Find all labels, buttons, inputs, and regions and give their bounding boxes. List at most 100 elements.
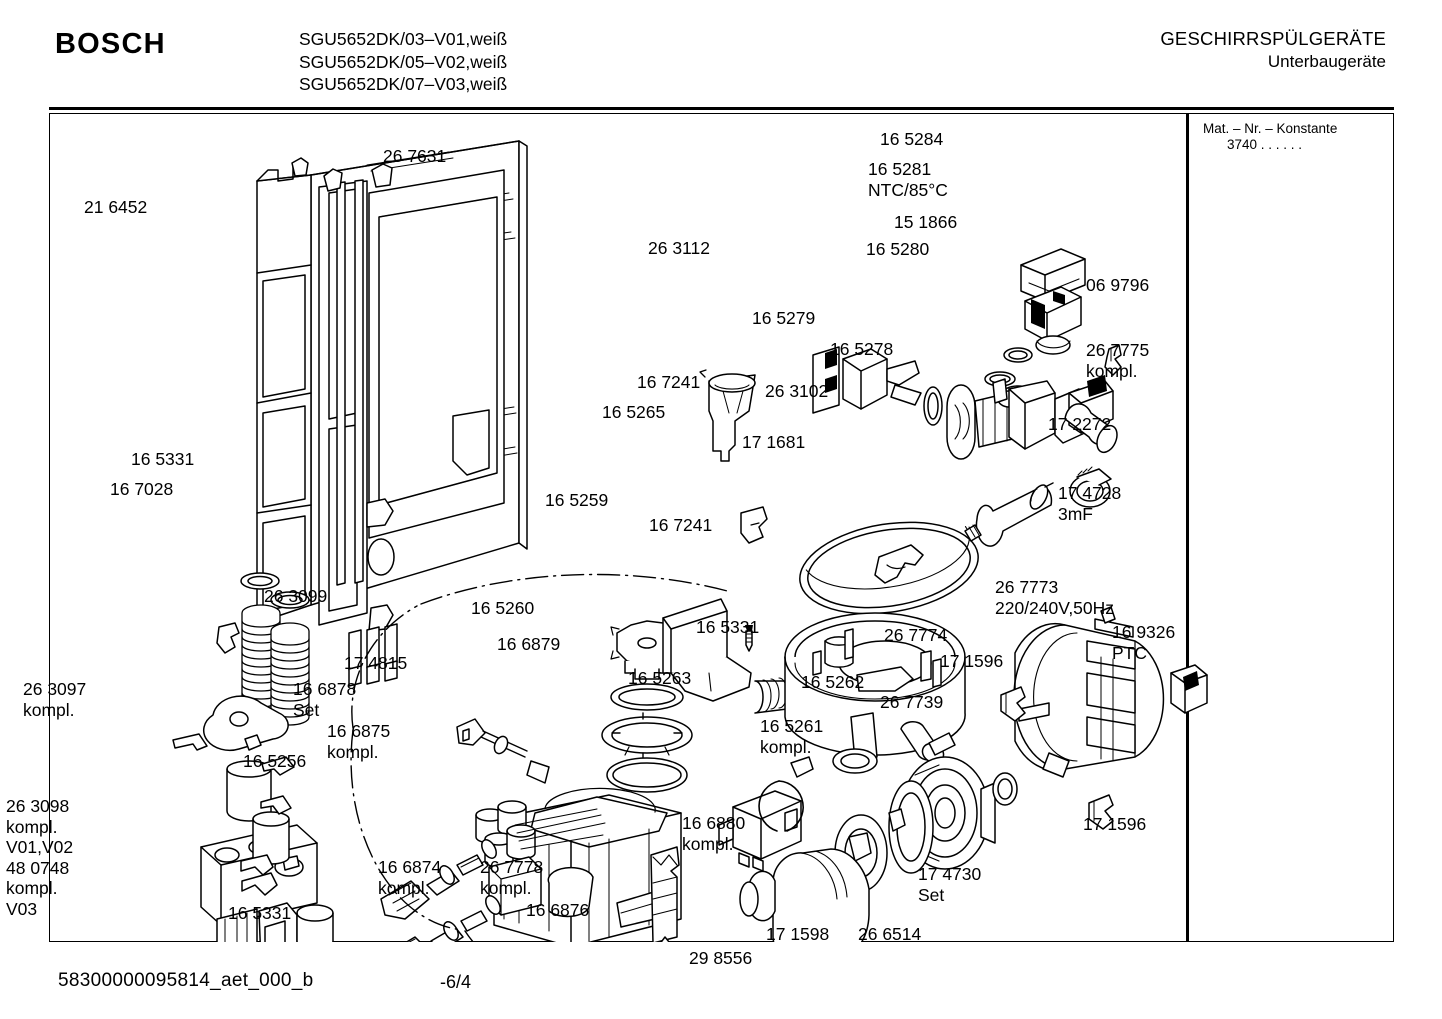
part-number: 17 4728 [1058, 483, 1122, 503]
part-note: Set [293, 699, 320, 720]
assembly-outline [350, 573, 732, 942]
part-number: 16 6880 [682, 813, 746, 833]
part-number: 17 1598 [766, 924, 830, 944]
part-note: kompl. [760, 736, 812, 757]
heat-exchanger-box [475, 787, 682, 942]
frame-divider [1186, 113, 1189, 942]
part-label-267631: 26 7631 [383, 146, 446, 167]
part-label-166876: 16 6876 [526, 900, 589, 921]
part-number: 16 5331 [696, 617, 760, 637]
part-number: 26 3102 [765, 381, 829, 401]
part-note: kompl. [1086, 360, 1138, 381]
part-number: 29 8556 [689, 948, 753, 968]
part-number: 16 5281 [868, 159, 932, 179]
model-list: SGU5652DK/03–V01,weiß SGU5652DK/05–V02,w… [299, 28, 507, 96]
part-number: 16 5284 [880, 129, 944, 149]
part-note: kompl. [23, 699, 75, 720]
part-number: 16 5263 [628, 668, 692, 688]
part-label-165259: 16 5259 [545, 490, 608, 511]
part-label-216452: 21 6452 [84, 197, 147, 218]
model-line-3: SGU5652DK/07–V03,weiß [299, 74, 508, 94]
part-label-165331: 16 5331 [696, 617, 759, 638]
bosch-logo: BOSCH [55, 28, 166, 60]
part-number: 17 4730 [918, 864, 982, 884]
part-label-165265: 16 5265 [602, 402, 665, 423]
part-note: Set [918, 884, 945, 905]
inlet-valve-group [200, 795, 334, 942]
part-label-171681: 17 1681 [742, 432, 805, 453]
part-number: 16 5279 [752, 308, 816, 328]
part-number: 16 5259 [545, 490, 609, 510]
part-number: 16 7028 [110, 479, 174, 499]
part-label-165279: 16 5279 [752, 308, 815, 329]
motor-group [834, 606, 1208, 892]
part-label-172272: 17 2272 [1048, 414, 1111, 435]
part-label-171596: 17 1596 [1083, 814, 1146, 835]
part-label-167028: 16 7028 [110, 479, 173, 500]
part-label-166879: 16 6879 [497, 634, 560, 655]
part-number: 17 1596 [940, 651, 1004, 671]
part-note: NTC/85°C [868, 179, 948, 200]
part-label-171596: 17 1596 [940, 651, 1003, 672]
part-number: 15 1866 [894, 212, 958, 232]
part-number: 06 9796 [1086, 275, 1150, 295]
part-number: 26 7774 [884, 625, 948, 645]
header-rule [49, 107, 1394, 110]
department-heading: GESCHIRRSPÜLGERÄTE Unterbaugeräte [1160, 28, 1386, 72]
part-number: 16 6874 [378, 857, 442, 877]
part-label-165284: 16 5284 [880, 129, 943, 150]
part-label-165280: 16 5280 [866, 239, 929, 260]
mat-nr-konstante: Mat. – Nr. – Konstante 3740 . . . . . . [1203, 121, 1337, 152]
part-number: 16 5331 [131, 449, 195, 469]
part-number: 16 5331 [228, 903, 292, 923]
document-code: 58300000095814_aet_000_b [58, 970, 314, 991]
part-number: 16 5260 [471, 598, 535, 618]
model-line-2: SGU5652DK/05–V02,weiß [299, 51, 508, 72]
part-number: 16 7241 [637, 372, 701, 392]
part-label-167241: 16 7241 [637, 372, 700, 393]
part-label-298556: 29 8556 [689, 948, 752, 969]
part-note: kompl. [327, 741, 379, 762]
part-label-171598: 17 1598 [766, 924, 829, 945]
part-label-069796: 06 9796 [1086, 275, 1149, 296]
part-note: 3mF [1058, 503, 1093, 524]
part-number: 16 7241 [649, 515, 713, 535]
part-number: 26 3112 [648, 238, 710, 258]
part-note: kompl. [480, 877, 532, 898]
part-note: PTC [1112, 642, 1147, 663]
connector-stacks [380, 718, 550, 942]
part-number: 16 6878 [293, 679, 357, 699]
department-subtitle: Unterbaugeräte [1267, 52, 1386, 71]
diagram-frame [49, 113, 1394, 942]
part-label-165262: 16 5262 [801, 672, 864, 693]
part-note: kompl. [682, 833, 734, 854]
pump-body-bottom [739, 848, 870, 942]
model-line-1: SGU5652DK/03–V01,weiß [299, 29, 508, 49]
part-number: 26 7739 [880, 692, 944, 712]
part-number: 21 6452 [84, 197, 148, 217]
part-number: 26 7778 [480, 857, 544, 877]
corrugated-hoses [216, 572, 310, 726]
part-label-165331: 16 5331 [228, 903, 291, 924]
part-number: 26 7775 [1086, 340, 1150, 360]
part-number: 16 6876 [526, 900, 590, 920]
part-label-165260: 16 5260 [471, 598, 534, 619]
part-number: 16 5265 [602, 402, 666, 422]
capacitor [964, 482, 1054, 547]
dispenser-group [172, 695, 295, 822]
mat-nr-title: Mat. – Nr. – Konstante [1203, 121, 1338, 136]
part-number: 17 4815 [344, 653, 408, 673]
part-label-266514: 26 6514 [858, 924, 921, 945]
part-label-165256: 16 5256 [243, 751, 306, 772]
part-number: 26 7631 [383, 146, 447, 166]
part-number: 16 5280 [866, 239, 930, 259]
